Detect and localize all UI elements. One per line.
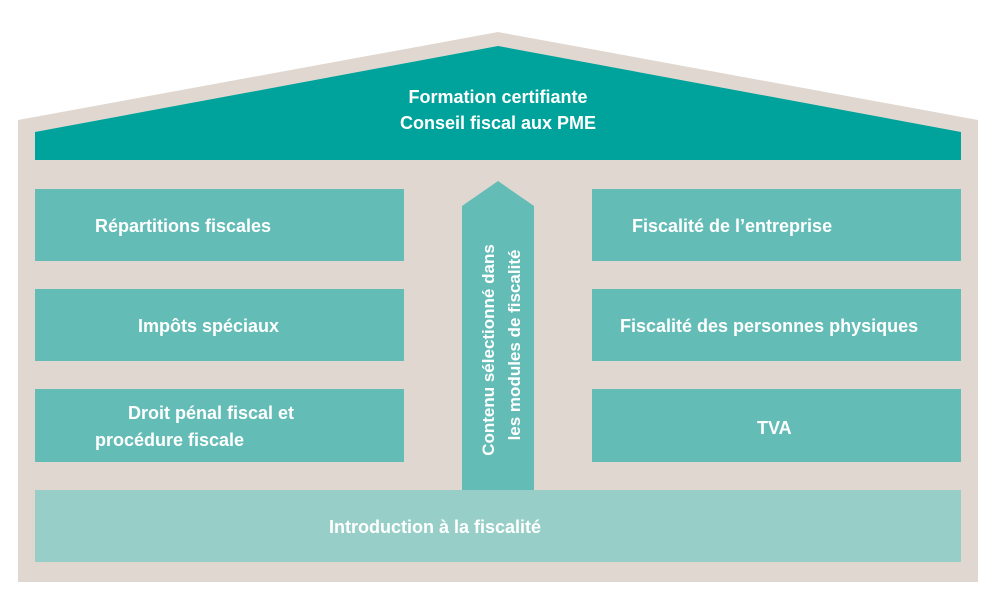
- right-pillar-2-label: Fiscalité des personnes physiques: [620, 316, 919, 336]
- foundation-block: [35, 490, 961, 562]
- left-pillar-3-label-line1: Droit pénal fiscal et: [128, 403, 295, 423]
- right-pillar-3-label: TVA: [757, 418, 792, 438]
- right-pillar-2: [592, 289, 961, 361]
- right-pillar-1-label: Fiscalité de l’entreprise: [632, 216, 833, 236]
- foundation-label: Introduction à la fiscalité: [329, 517, 542, 537]
- arrow-text-line1: Contenu sélectionné dans: [479, 244, 498, 456]
- roof-title: Formation certifiante Conseil fiscal aux…: [298, 84, 698, 136]
- roof-title-line2: Conseil fiscal aux PME: [399, 113, 597, 133]
- left-pillar-2: [35, 289, 404, 361]
- right-pillar-3: [592, 389, 961, 462]
- left-pillar-1: [35, 189, 404, 261]
- right-pillar-1: [592, 189, 961, 261]
- roof-band: [35, 46, 961, 160]
- left-pillar-2-label: Impôts spéciaux: [138, 316, 280, 336]
- roof-title-line1: Formation certifiante: [408, 87, 588, 107]
- left-pillar-3: [35, 389, 404, 462]
- arrow-text-line2: les modules de fiscalité: [505, 250, 524, 441]
- left-pillar-3-label-line2: procédure fiscale: [95, 430, 245, 450]
- up-arrow: [462, 181, 534, 490]
- left-pillar-1-label: Répartitions fiscales: [95, 216, 272, 236]
